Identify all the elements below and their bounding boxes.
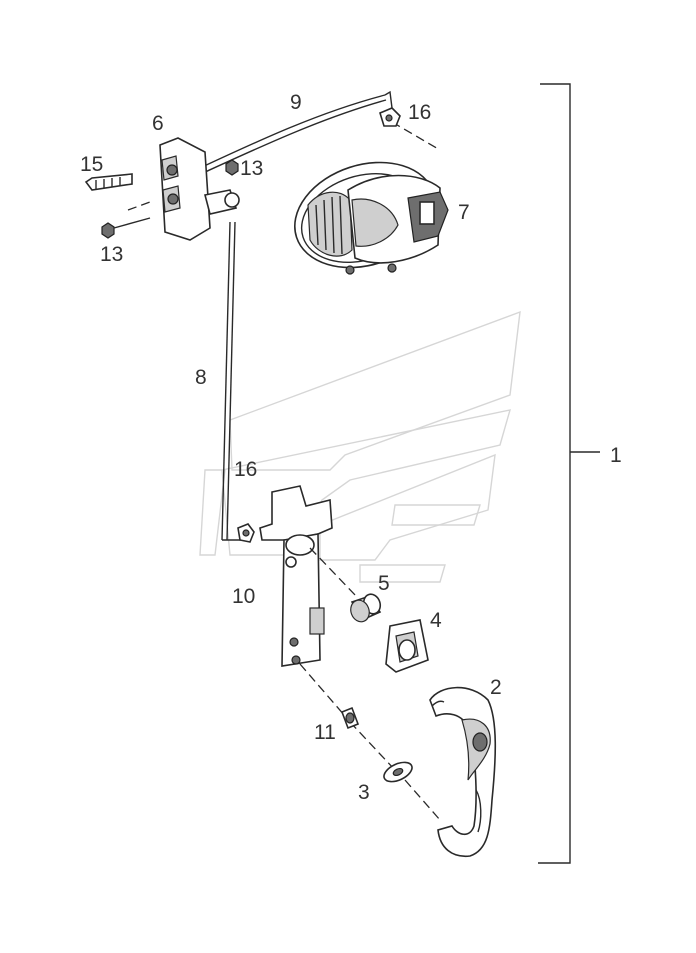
callout-1: 1 [610, 444, 622, 467]
callout-16-lower: 16 [234, 458, 257, 481]
part-16-clip-upper [379, 107, 401, 127]
part-10-bracket [259, 485, 333, 667]
leader-10-to-11 [299, 663, 346, 717]
watermark-logo [199, 310, 521, 583]
part-2-handle [429, 686, 497, 857]
part-7-lock [294, 161, 449, 275]
leader-10-to-5 [309, 547, 359, 599]
part-8-rod [221, 221, 246, 541]
leader-6-screw [127, 201, 151, 211]
callout-16-upper: 16 [408, 101, 431, 124]
assembly-bracket [538, 83, 600, 864]
callout-7: 7 [458, 201, 470, 224]
leader-13-lower [113, 217, 151, 229]
callout-6: 6 [152, 112, 164, 135]
callout-9: 9 [290, 91, 302, 114]
callout-13-lower: 13 [100, 243, 123, 266]
callout-5: 5 [378, 572, 390, 595]
part-3-washer [383, 761, 413, 783]
part-15-screw [84, 173, 133, 191]
part-6-latch [159, 137, 240, 241]
part-13-nut-lower [101, 222, 115, 239]
part-5-bushing [350, 593, 382, 623]
part-4-escutcheon [385, 619, 429, 673]
leader-11-to-3 [349, 721, 396, 771]
callout-8: 8 [195, 366, 207, 389]
part-16-clip-lower [237, 523, 255, 543]
callout-11: 11 [314, 721, 336, 744]
part-13-nut-upper [225, 159, 239, 176]
callout-4: 4 [430, 609, 442, 632]
leader-16-to-7 [391, 121, 441, 151]
leader-3-to-2 [404, 779, 441, 821]
part-11-pin [340, 706, 360, 730]
callout-15: 15 [80, 153, 103, 176]
callout-2: 2 [490, 676, 502, 699]
part-9-rod [199, 90, 393, 174]
callout-13-upper: 13 [240, 157, 263, 180]
callout-10: 10 [232, 585, 255, 608]
callout-3: 3 [358, 781, 370, 804]
